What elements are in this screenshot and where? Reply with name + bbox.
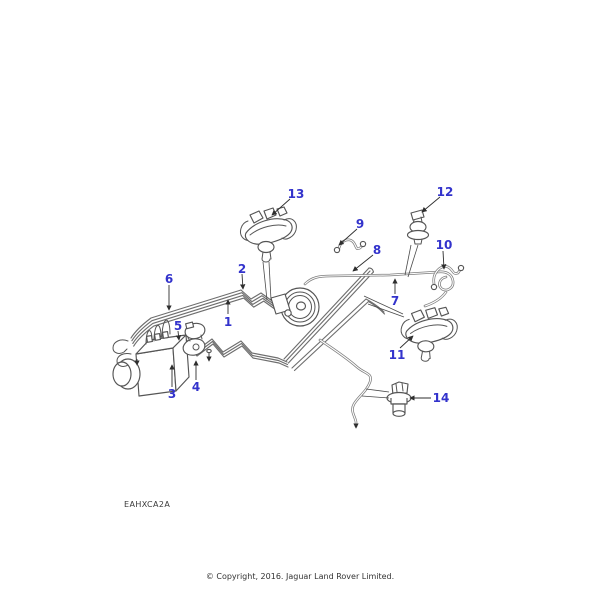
diagram-code: EAHXCA2A: [124, 500, 171, 509]
callout-7[interactable]: 7: [391, 294, 399, 308]
callout-8[interactable]: 8: [373, 243, 381, 257]
front-brake-pipe-bundle: [130, 289, 279, 347]
valve-14-pointers: [361, 388, 390, 399]
callout-1[interactable]: 1: [224, 315, 232, 329]
callout-6[interactable]: 6: [165, 272, 173, 286]
callout-9[interactable]: 9: [356, 217, 364, 231]
push-pin-retainer-clip: [406, 209, 430, 245]
callout-2[interactable]: 2: [238, 262, 246, 276]
callout-leaders: [166, 196, 447, 401]
pipe-end-hooks: [112, 339, 140, 367]
pipe-bracket-clip-right: [399, 304, 459, 364]
callout-11[interactable]: 11: [389, 348, 406, 362]
callout-10[interactable]: 10: [436, 238, 453, 252]
connector-valve-assembly: [182, 321, 212, 362]
bracket-13-pointers: [262, 261, 272, 301]
callout-5[interactable]: 5: [174, 319, 182, 333]
copyright-notice: © Copyright, 2016. Jaguar Land Rover Lim…: [205, 572, 395, 581]
callout-12[interactable]: 12: [437, 185, 454, 199]
sensor-valve: [386, 381, 412, 417]
callout-3[interactable]: 3: [168, 387, 176, 401]
callout-13[interactable]: 13: [288, 187, 305, 201]
callout-4[interactable]: 4: [192, 380, 200, 394]
abs-modulator-unit: [112, 319, 190, 397]
callout-labels: 1 2 3 4 5 6 7 8 9 10 11 12 13 14: [165, 185, 454, 405]
pipe-bracket-clip-top: [239, 206, 297, 263]
clip-12-pointers: [404, 244, 419, 278]
engine-bay-pipe: [303, 270, 455, 308]
flexible-hose-9: [333, 238, 367, 254]
callout-14[interactable]: 14: [433, 391, 450, 405]
bracket-11-pointers: [363, 295, 405, 318]
rear-pipe-diagonal-with-hairpin: [283, 267, 374, 364]
brake-booster: [270, 287, 320, 327]
sensor-feed-pipe: [318, 338, 372, 429]
flexible-hose-10: [430, 264, 465, 291]
